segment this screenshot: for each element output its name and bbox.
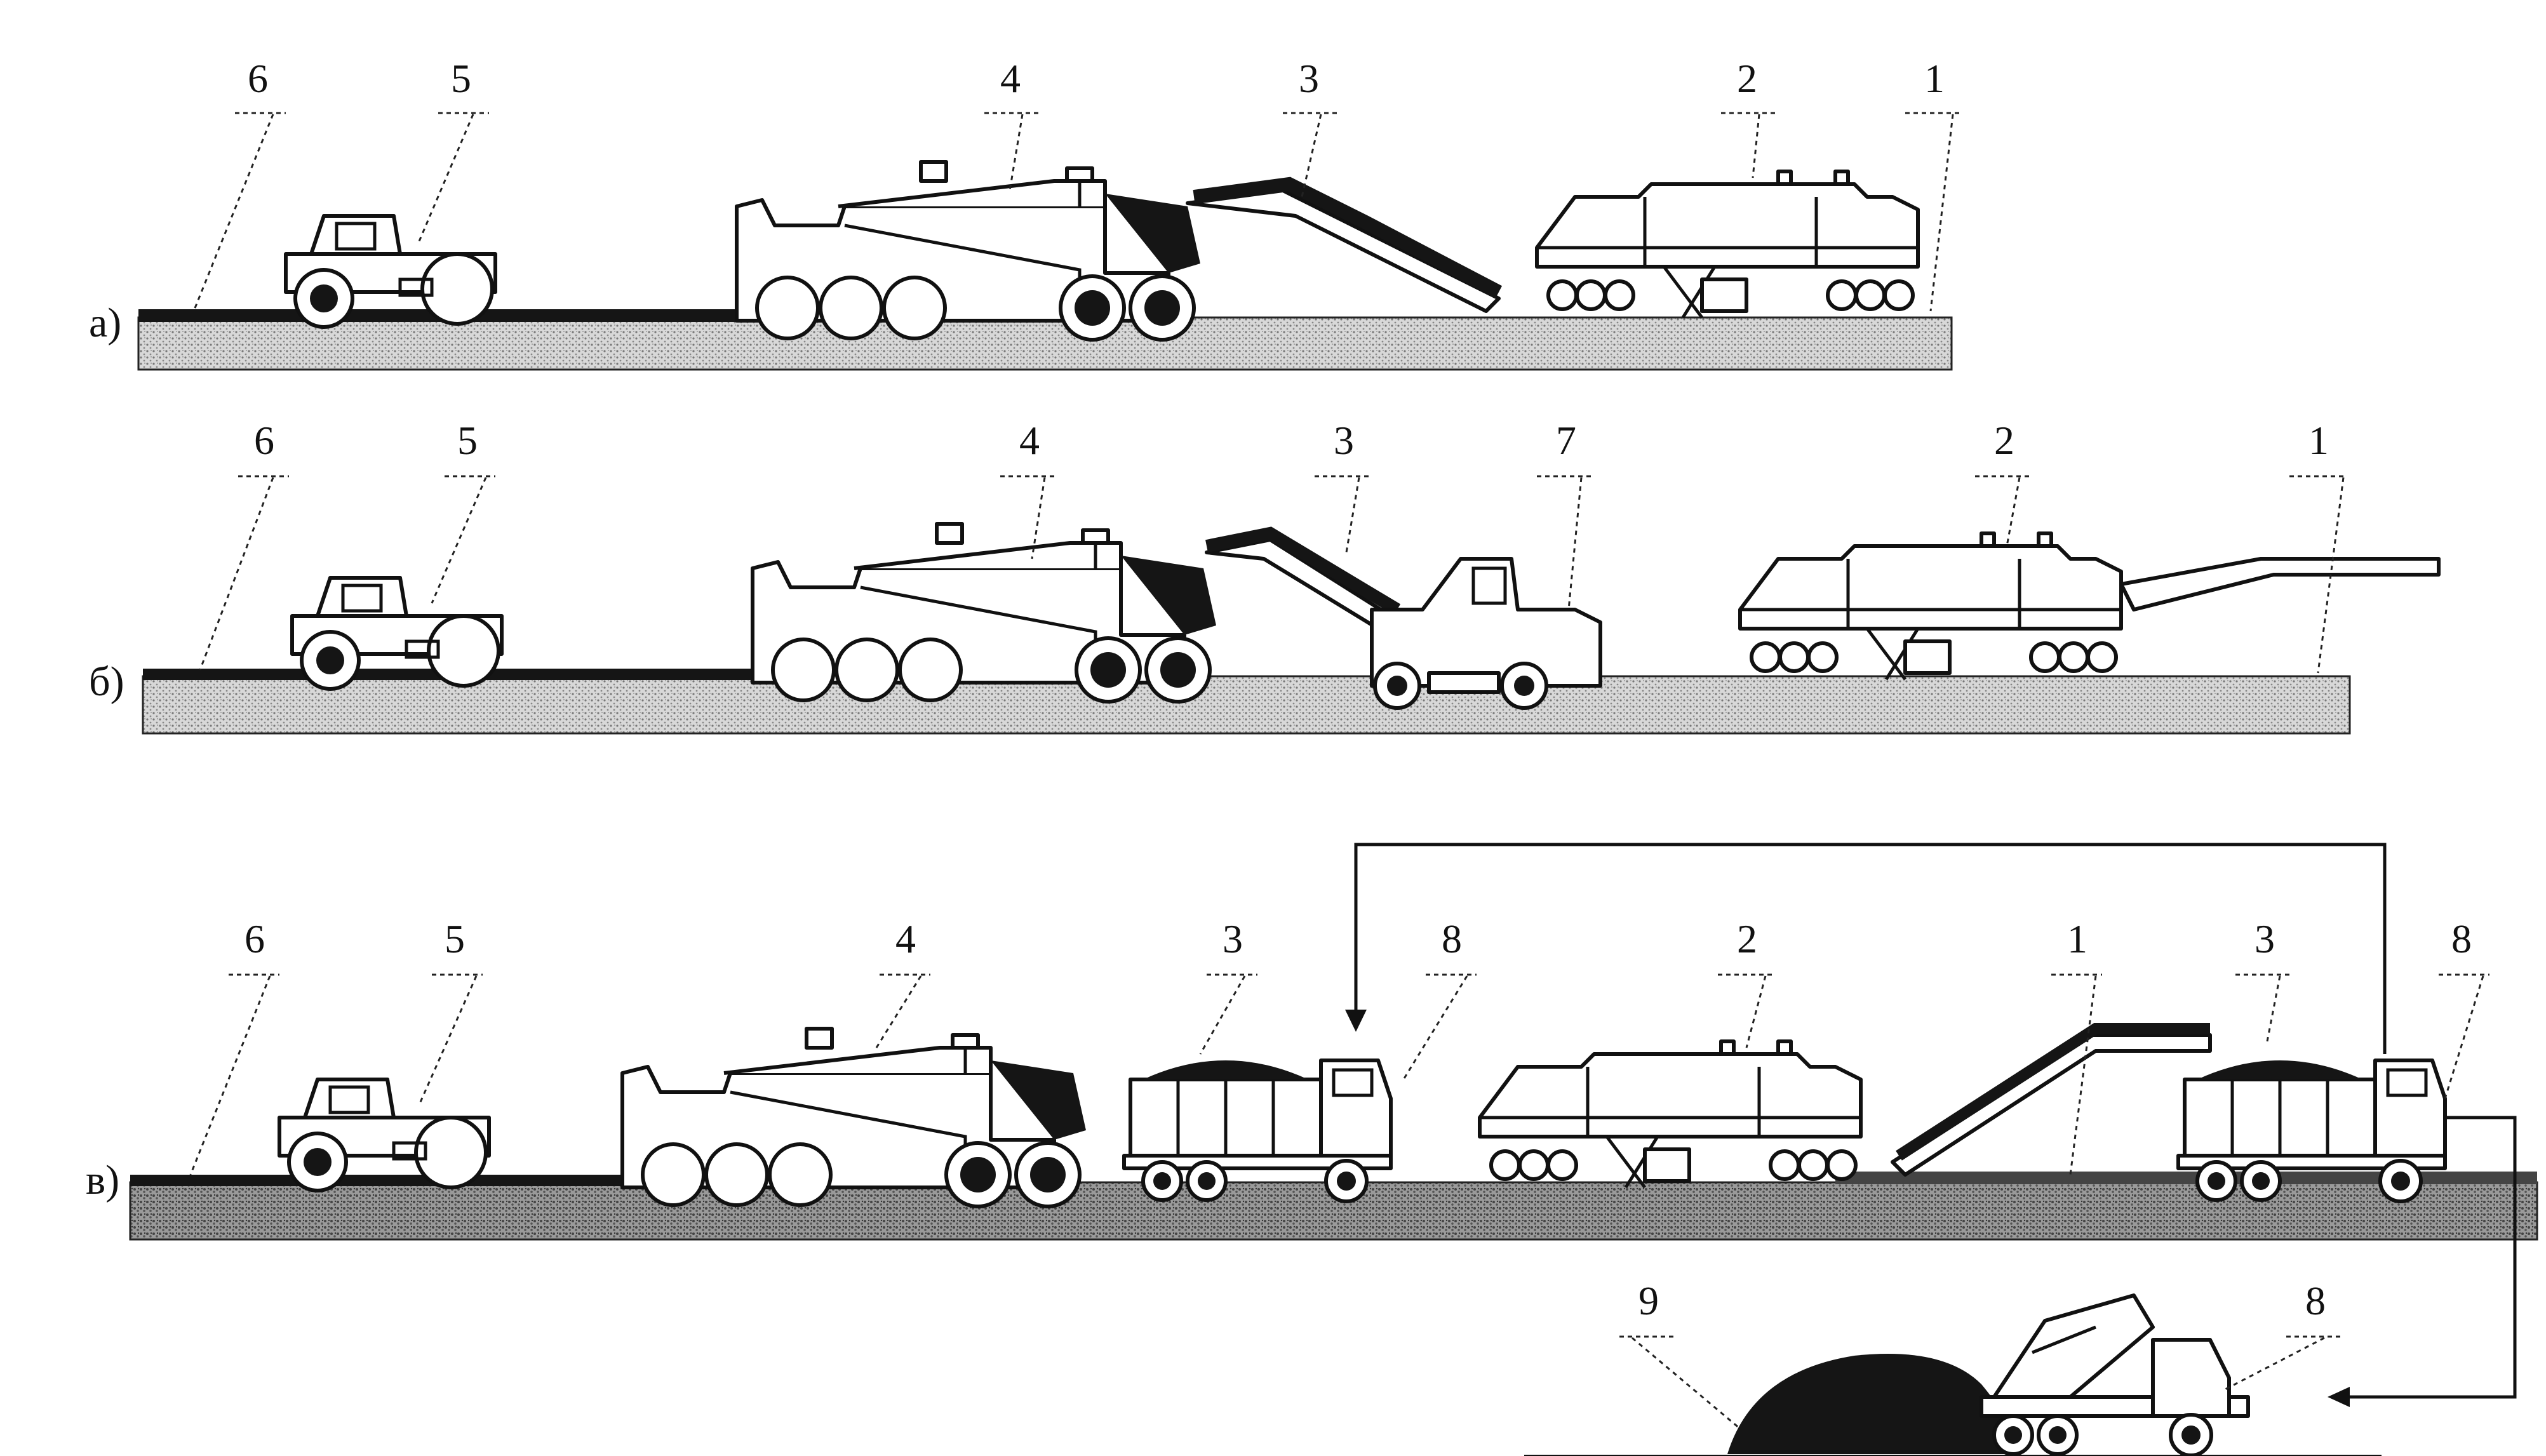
callout-3-right-c: 3 <box>2255 916 2275 961</box>
recycler-a <box>1537 171 1918 317</box>
dump-truck-unloading <box>1980 1293 2250 1456</box>
callout-5-a: 5 <box>451 56 471 101</box>
return-flow-line <box>1354 843 2387 1054</box>
road-base-b <box>142 675 2351 735</box>
dump-truck-feeding-c <box>1124 1060 1391 1201</box>
callout-5-b: 5 <box>457 418 478 463</box>
row-label-c: в) <box>86 1157 119 1203</box>
callout-2-a: 2 <box>1737 56 1757 101</box>
callout-8-stockpile: 8 <box>2305 1278 2326 1323</box>
callout-1-b: 1 <box>2308 418 2329 463</box>
callout-6-b: 6 <box>254 418 274 463</box>
callout-1-a: 1 <box>1924 56 1945 101</box>
callout-8-right-c: 8 <box>2451 916 2472 961</box>
roller-c <box>279 1079 489 1191</box>
loader-b <box>1372 559 1600 708</box>
callout-4-b: 4 <box>1019 418 1040 463</box>
asphalt-paver-c <box>622 1029 1086 1206</box>
callout-6-c: 6 <box>245 916 265 961</box>
stockpile-flow-arrow-head <box>2328 1387 2350 1407</box>
row-b: б) 1 2 7 3 4 5 6 <box>89 418 2441 735</box>
callout-4-a: 4 <box>1000 56 1021 101</box>
old-surface-c <box>1835 1172 2537 1184</box>
callout-2-b: 2 <box>1994 418 2014 463</box>
row-a: а) 1 2 3 4 5 6 <box>89 56 1962 371</box>
asphalt-paver-a <box>737 162 1200 340</box>
callout-7-b: 7 <box>1556 418 1576 463</box>
recycler-c <box>1480 1041 1861 1187</box>
stockpile-flow-line <box>2337 1116 2517 1399</box>
row-label-a: а) <box>89 300 121 346</box>
conveyor-a <box>1186 189 1501 313</box>
callout-1-c: 1 <box>2067 916 2087 961</box>
callout-6-a: 6 <box>248 56 268 101</box>
row-c: в) 8 3 1 2 8 3 4 <box>86 843 2538 1456</box>
callout-2-c: 2 <box>1737 916 1757 961</box>
feeder-arm-b <box>2119 557 2441 611</box>
return-flow-arrow-head <box>1345 1010 1367 1032</box>
recycler-b <box>1740 533 2121 679</box>
asphalt-paver-b <box>753 524 1216 702</box>
new-asphalt-layer-c <box>130 1175 626 1186</box>
callout-5-c: 5 <box>445 916 465 961</box>
callout-9-stockpile: 9 <box>1638 1278 1659 1323</box>
row-label-b: б) <box>89 658 124 705</box>
road-base-a <box>137 316 1953 371</box>
callout-3-b: 3 <box>1334 418 1354 463</box>
callout-3-a: 3 <box>1299 56 1319 101</box>
callout-3-mid-c: 3 <box>1223 916 1243 961</box>
callout-4-c: 4 <box>895 916 916 961</box>
reclaimed-material-stockpile <box>1727 1354 2020 1454</box>
callout-8-mid-c: 8 <box>1442 916 1462 961</box>
